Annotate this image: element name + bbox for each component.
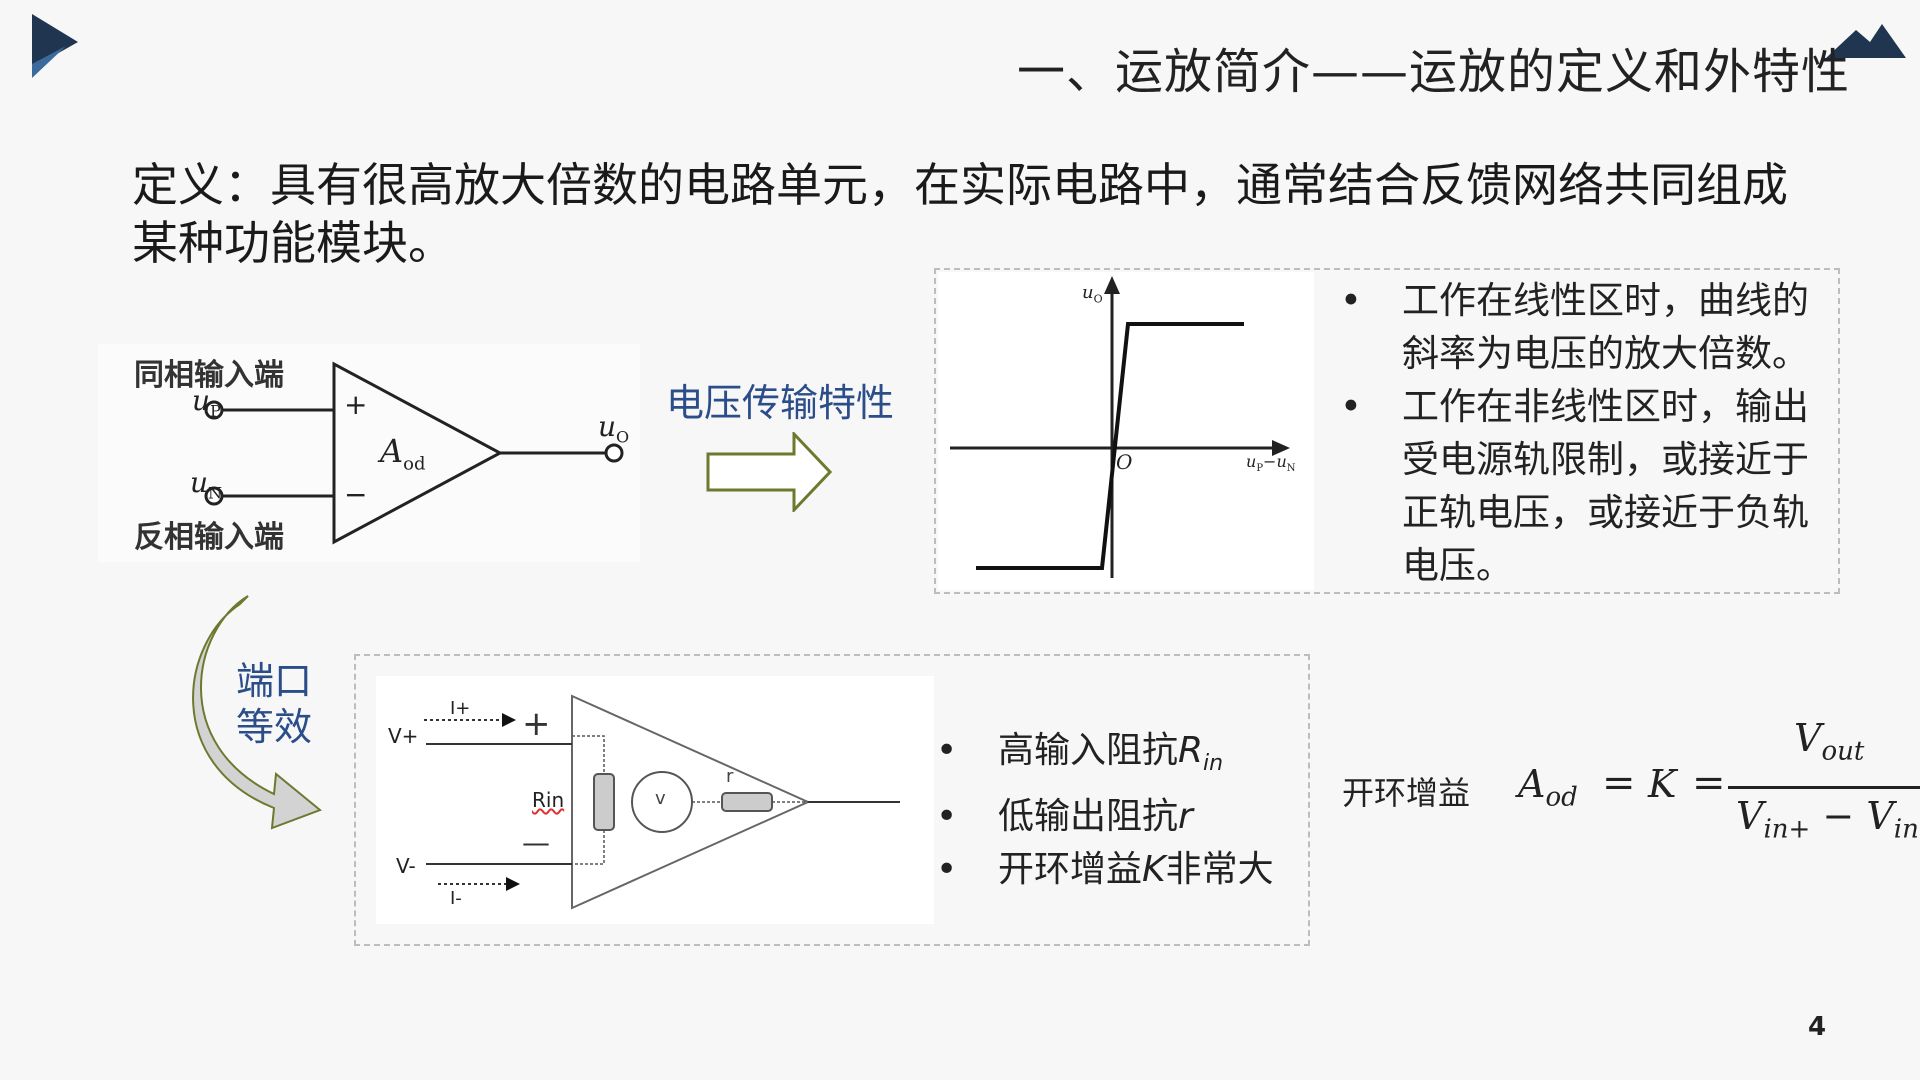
r-resistor: [721, 792, 773, 812]
port-equivalent-circuit: V+ V- I+ I- + — Rin v r: [376, 676, 934, 924]
page-title: 一、运放简介——运放的定义和外特性: [1016, 44, 1850, 100]
port-panel: [354, 654, 1310, 946]
right-arrow-icon: [706, 432, 832, 512]
list-item: •工作在非线性区时，输出受电源轨限制，或接近于正轨电压，或接近于负轨电压。: [1340, 385, 1809, 587]
equals-sign: =: [1602, 760, 1636, 806]
gain-label: Aod: [380, 432, 426, 475]
gain-formula-lhs: Aod: [1518, 762, 1578, 813]
fraction-bar: [1728, 786, 1920, 789]
gain-formula-label: 开环增益: [1342, 774, 1471, 812]
port-bullet-list: •高输入阻抗Rin •低输出阻抗r •开环增益K非常大: [936, 724, 1316, 896]
v-label: v: [655, 788, 666, 809]
noninverting-terminal: [204, 400, 224, 420]
inverting-terminal: [204, 486, 224, 506]
list-item: •高输入阻抗Rin: [936, 730, 1224, 777]
formula-numerator: Vout: [1794, 716, 1865, 767]
gain-k: K: [1648, 762, 1677, 806]
x-axis-label: uP−uN: [1246, 452, 1296, 475]
formula-denominator: Vin+ − Vin: [1736, 794, 1919, 845]
vtc-panel: [934, 268, 1840, 594]
definition-text: 定义：具有很高放大倍数的电路单元，在实际电路中，通常结合反馈网络共同组成某种功能…: [132, 158, 1788, 270]
opamp-triangle: [332, 361, 504, 545]
plus-sign: +: [522, 704, 551, 744]
y-axis-label: uO: [1082, 282, 1103, 306]
iminus-label: I-: [450, 888, 462, 909]
noninverting-input-label: 同相输入端: [134, 358, 284, 393]
play-logo-icon: [32, 14, 78, 78]
output-terminal: [604, 443, 624, 463]
opamp-triangle: [571, 694, 811, 910]
page-number: 4: [1808, 1012, 1827, 1042]
r-label: r: [726, 766, 734, 787]
mountain-logo-icon: [1826, 24, 1906, 58]
vminus-label: V-: [396, 854, 416, 878]
curved-arrow-icon: [192, 595, 322, 830]
list-item: •低输出阻抗r: [936, 796, 1193, 838]
equals-sign: =: [1692, 760, 1726, 806]
vtc-bullet-list: •工作在线性区时，曲线的斜率为电压的放大倍数。 •工作在非线性区时，输出受电源轨…: [1340, 274, 1826, 592]
uo-label: uO: [598, 410, 630, 447]
inverting-input-label: 反相输入端: [134, 520, 284, 555]
list-item: •开环增益K非常大: [936, 849, 1274, 891]
rin-label: Rin: [532, 788, 565, 812]
port-equivalence-label: 端口等效: [236, 659, 313, 749]
minus-sign: −: [344, 478, 368, 511]
transfer-curve: [976, 322, 1244, 570]
vtc-label: 电压传输特性: [666, 381, 895, 425]
vplus-label: V+: [388, 724, 419, 748]
vtc-plot: uO O uP−uN: [938, 272, 1314, 590]
list-item: •工作在线性区时，曲线的斜率为电压的放大倍数。: [1340, 279, 1809, 375]
iplus-label: I+: [450, 698, 471, 719]
un-label: uN: [190, 466, 223, 503]
minus-sign: —: [522, 826, 550, 859]
origin-label: O: [1116, 450, 1133, 474]
rin-resistor: [593, 773, 615, 831]
opamp-symbol-diagram: 同相输入端 反相输入端 uP uN + − Aod uO: [98, 344, 640, 562]
up-label: uP: [192, 384, 221, 421]
plus-sign: +: [344, 388, 368, 421]
